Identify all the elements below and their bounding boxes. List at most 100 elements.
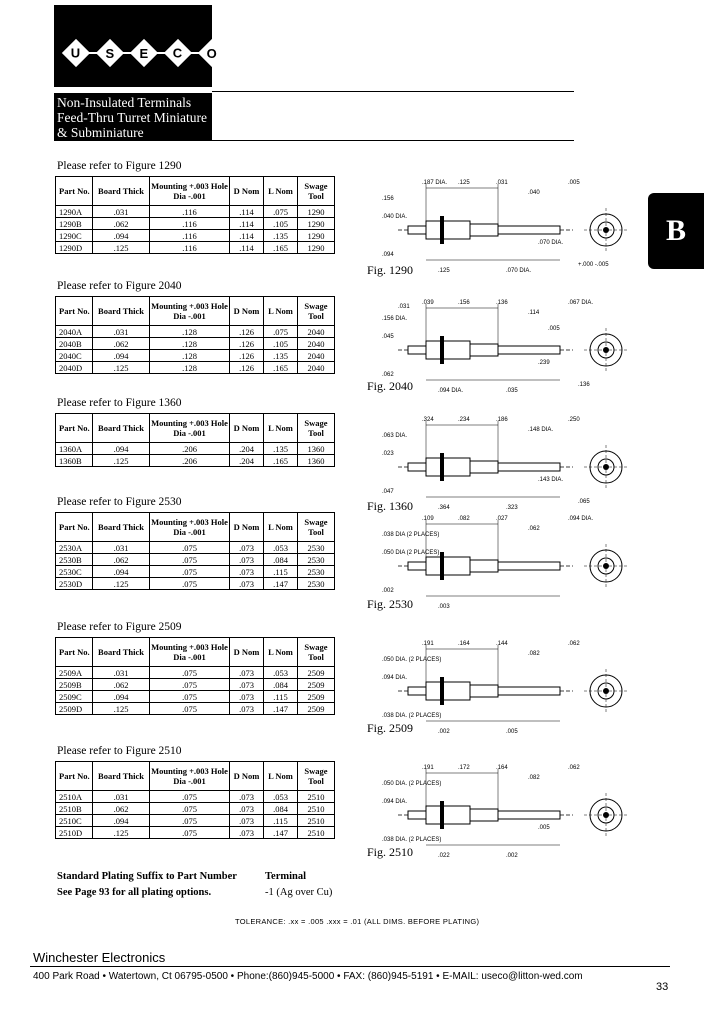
logo-diamond: O xyxy=(197,38,227,68)
dimension-label: .234 xyxy=(458,417,470,423)
table-cell: .073 xyxy=(229,690,264,703)
dimension-label: .324 xyxy=(422,417,434,423)
table-cell: 2040 xyxy=(297,337,335,350)
table-cell: .116 xyxy=(149,229,230,242)
table-header-cell: Board Thick xyxy=(92,637,150,667)
table-cell: .073 xyxy=(229,790,264,803)
table-header-cell: Swage Tool xyxy=(297,413,335,443)
figure-label: Fig. 2040 xyxy=(367,379,414,393)
table-cell: .062 xyxy=(92,217,150,230)
terminal-tip xyxy=(407,810,427,820)
table-header-cell: Board Thick xyxy=(92,512,150,542)
table-header-cell: Swage Tool xyxy=(297,296,335,326)
table-cell: 2530A xyxy=(55,541,93,554)
table-header-cell: Part No. xyxy=(55,296,93,326)
table-cell: .031 xyxy=(92,205,150,218)
terminal-shank xyxy=(469,343,499,357)
table-cell: .165 xyxy=(263,454,298,467)
table-cell: 2510C xyxy=(55,814,93,827)
table-cell: 2510A xyxy=(55,790,93,803)
table-cell: .073 xyxy=(229,666,264,679)
dimension-label: .323 xyxy=(506,505,518,511)
table-header-cell: L Nom xyxy=(263,413,298,443)
table-cell: 1290A xyxy=(55,205,93,218)
dimension-label: .070 DIA. xyxy=(538,240,563,246)
table-cell: 2040 xyxy=(297,325,335,338)
table-cell: .165 xyxy=(263,361,298,374)
table-cell: .115 xyxy=(263,690,298,703)
table-cell: .094 xyxy=(92,349,150,362)
dimension-label: .191 xyxy=(422,765,434,771)
table-cell: .125 xyxy=(92,241,150,254)
terminal-post xyxy=(497,462,561,472)
dimension-label: .070 DIA. xyxy=(506,268,531,274)
dimension-label: .031 xyxy=(496,180,508,186)
table-cell: .084 xyxy=(263,553,298,566)
table-cell: .125 xyxy=(92,454,150,467)
table-header-cell: Board Thick xyxy=(92,761,150,791)
table-cell: 2509B xyxy=(55,678,93,691)
table-header-cell: Part No. xyxy=(55,637,93,667)
table-header-cell: Mounting +.003 Hole Dia -.001 xyxy=(149,637,230,667)
table-cell: 2510 xyxy=(297,826,335,839)
terminal-flange xyxy=(440,801,444,829)
table-cell: .094 xyxy=(92,814,150,827)
table-cell: 1360A xyxy=(55,442,93,455)
terminal-tip xyxy=(407,686,427,696)
dimension-label: .125 xyxy=(438,268,450,274)
dimension-label: .094 DIA. xyxy=(382,675,407,681)
logo-diamond: S xyxy=(95,38,125,68)
dimension-label: .062 xyxy=(528,526,540,532)
table-cell: 2040D xyxy=(55,361,93,374)
table-cell: .031 xyxy=(92,790,150,803)
table-cell: 2509 xyxy=(297,678,335,691)
dimension-label: .005 xyxy=(538,825,550,831)
logo-diamond: C xyxy=(163,38,193,68)
dimension-label: .002 xyxy=(506,853,518,859)
logo-letter: U xyxy=(71,45,81,61)
title-line-1: Non-Insulated Terminals xyxy=(57,95,192,110)
table-cell: 1290 xyxy=(297,229,335,242)
figure-reference: Please refer to Figure 2509 xyxy=(57,621,182,633)
table-cell: 2040 xyxy=(297,361,335,374)
table-cell: 2530 xyxy=(297,565,335,578)
table-cell: .075 xyxy=(149,678,230,691)
terminal-tip xyxy=(407,225,427,235)
table-cell: .073 xyxy=(229,577,264,590)
logo-diamond: E xyxy=(129,38,159,68)
dimension-label: .143 DIA. xyxy=(538,477,563,483)
table-cell: .073 xyxy=(229,702,264,715)
dimension-label: .045 xyxy=(382,334,394,340)
dimension-label: .156 xyxy=(458,300,470,306)
dimension-label: .050 DIA. (2 PLACES) xyxy=(382,781,441,787)
company-name: Winchester Electronics xyxy=(33,950,166,965)
table-cell: .206 xyxy=(149,442,230,455)
logo-diamond: U xyxy=(61,38,91,68)
table-cell: .128 xyxy=(149,361,230,374)
figure-reference: Please refer to Figure 2510 xyxy=(57,745,182,757)
table-cell: .073 xyxy=(229,826,264,839)
dimension-label: .002 xyxy=(438,729,450,735)
table-cell: .062 xyxy=(92,802,150,815)
title-line-2: Feed-Thru Turret Miniature xyxy=(57,110,207,125)
table-header-cell: L Nom xyxy=(263,637,298,667)
table-cell: .053 xyxy=(263,790,298,803)
dimension-label: .047 xyxy=(382,489,394,495)
table-header-cell: L Nom xyxy=(263,761,298,791)
dimension-label: .067 DIA. xyxy=(568,300,593,306)
company-address: 400 Park Road • Watertown, Ct 06795-0500… xyxy=(33,971,583,982)
dimension-label: .038 DIA. (2 PLACES) xyxy=(382,837,441,843)
figure-reference: Please refer to Figure 1360 xyxy=(57,397,182,409)
dimension-label: .364 xyxy=(438,505,450,511)
terminal-drawing: .038 DIA (2 PLACES).109.082.027.062.094 … xyxy=(382,516,628,610)
table-cell: 2530 xyxy=(297,541,335,554)
